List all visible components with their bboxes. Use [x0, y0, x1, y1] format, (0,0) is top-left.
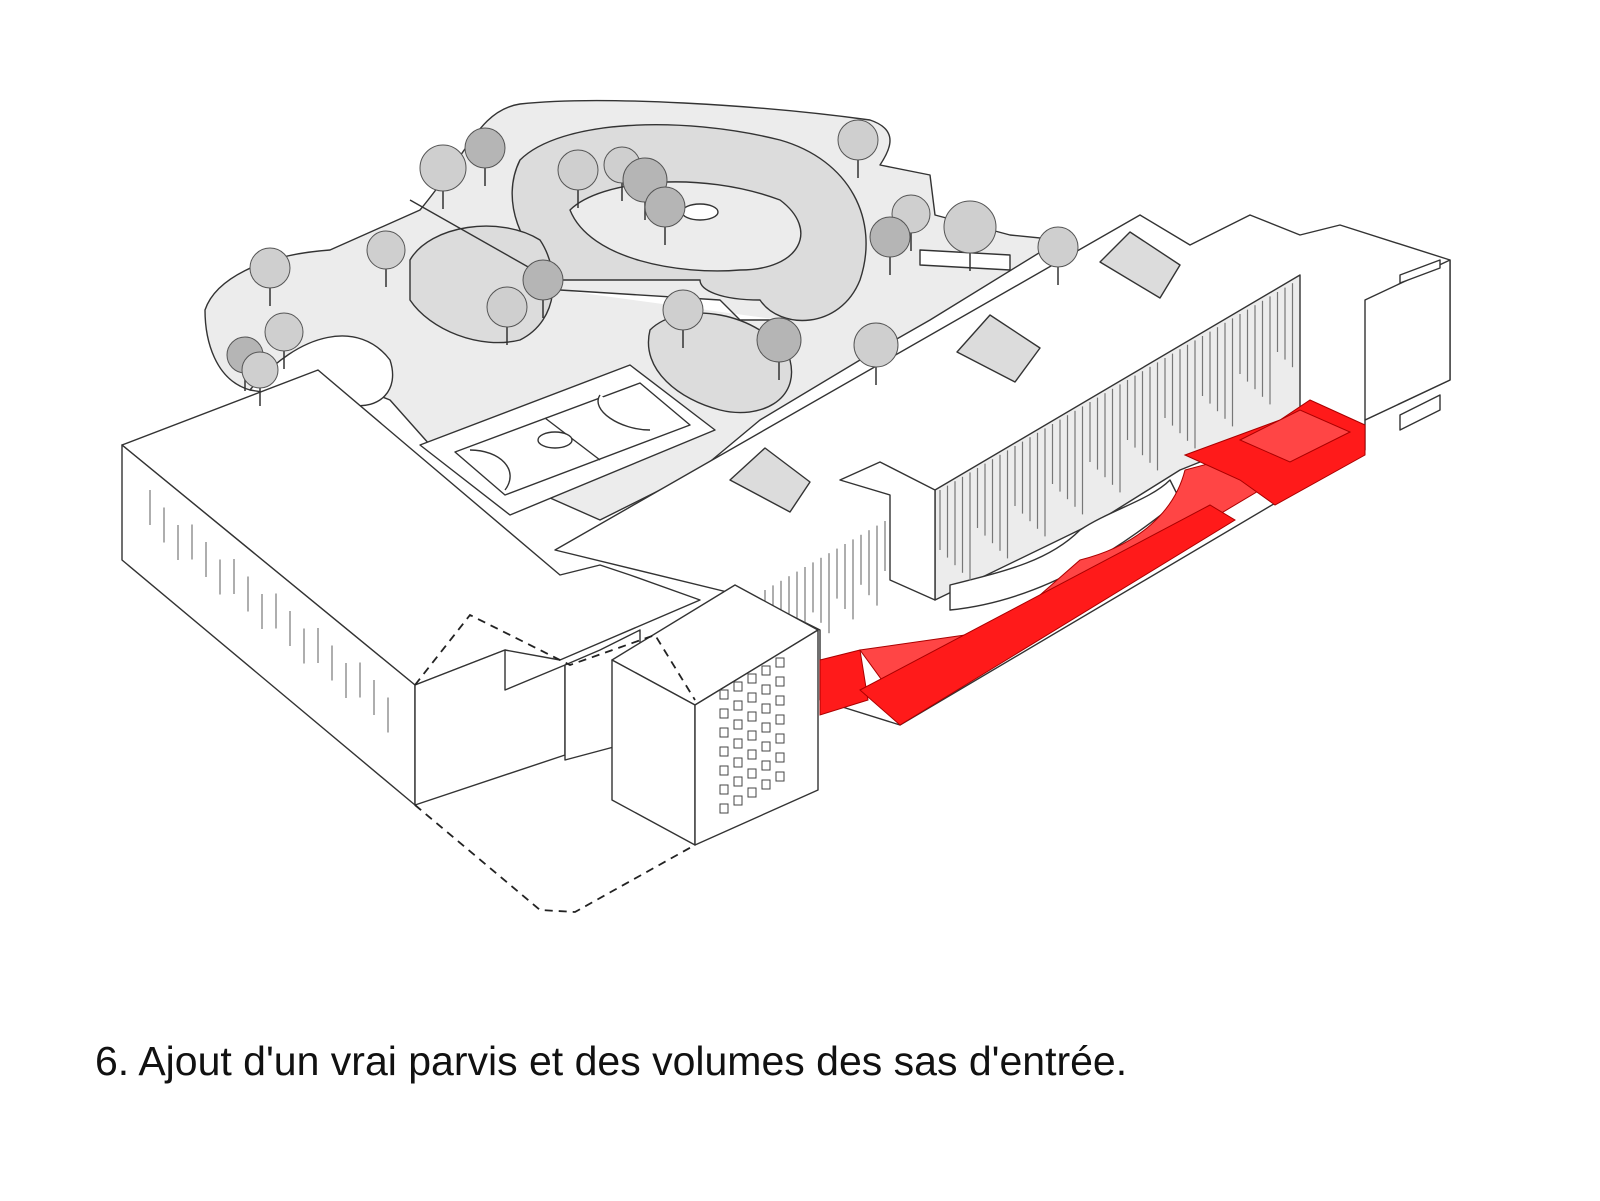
window	[747, 787, 757, 798]
window	[719, 765, 729, 776]
window	[747, 692, 757, 703]
tree-icon	[869, 216, 911, 258]
window	[775, 752, 785, 763]
diagram-caption: 6. Ajout d'un vrai parvis et des volumes…	[95, 1038, 1128, 1084]
tree-icon	[366, 230, 406, 270]
window	[747, 749, 757, 760]
tree-icon	[1037, 226, 1079, 268]
window	[775, 771, 785, 782]
window	[761, 779, 771, 790]
window	[761, 760, 771, 771]
window	[761, 741, 771, 752]
tree-icon	[837, 119, 879, 161]
window	[733, 757, 743, 768]
window	[775, 695, 785, 706]
window	[761, 722, 771, 733]
window	[761, 703, 771, 714]
tree-icon	[522, 259, 564, 301]
tree-icon	[419, 144, 467, 192]
window	[775, 733, 785, 744]
skylight	[729, 447, 811, 513]
window	[775, 714, 785, 725]
tree-icon	[249, 247, 291, 289]
window	[719, 746, 729, 757]
trees	[226, 119, 1079, 406]
basketball-court	[419, 364, 716, 516]
window	[719, 784, 729, 795]
window	[747, 711, 757, 722]
window	[775, 676, 785, 687]
tree-icon	[662, 289, 704, 331]
tower-windows	[719, 657, 785, 814]
window	[733, 719, 743, 730]
window	[747, 768, 757, 779]
window	[733, 776, 743, 787]
tower-building	[611, 584, 819, 846]
window	[719, 689, 729, 700]
tree-icon	[756, 317, 802, 363]
window	[719, 803, 729, 814]
window	[761, 665, 771, 676]
axonometric-diagram	[121, 99, 1451, 913]
window	[775, 657, 785, 668]
long-building	[554, 214, 1451, 726]
tree-icon	[644, 186, 686, 228]
window	[761, 684, 771, 695]
window	[733, 795, 743, 806]
window	[747, 730, 757, 741]
window	[747, 673, 757, 684]
parvis-highlight	[819, 399, 1366, 726]
tree-icon	[264, 312, 304, 352]
window	[719, 708, 729, 719]
tree-icon	[241, 351, 279, 389]
window	[719, 727, 729, 738]
skylight	[956, 314, 1041, 383]
window	[733, 700, 743, 711]
site-outline	[414, 613, 696, 913]
tree-icon	[853, 322, 899, 368]
tree-icon	[486, 286, 528, 328]
window	[733, 681, 743, 692]
tree-icon	[943, 200, 997, 254]
tree-icon	[464, 127, 506, 169]
tree-icon	[557, 149, 599, 191]
window	[733, 738, 743, 749]
facade-slits	[149, 490, 389, 733]
skylight	[1099, 231, 1181, 299]
